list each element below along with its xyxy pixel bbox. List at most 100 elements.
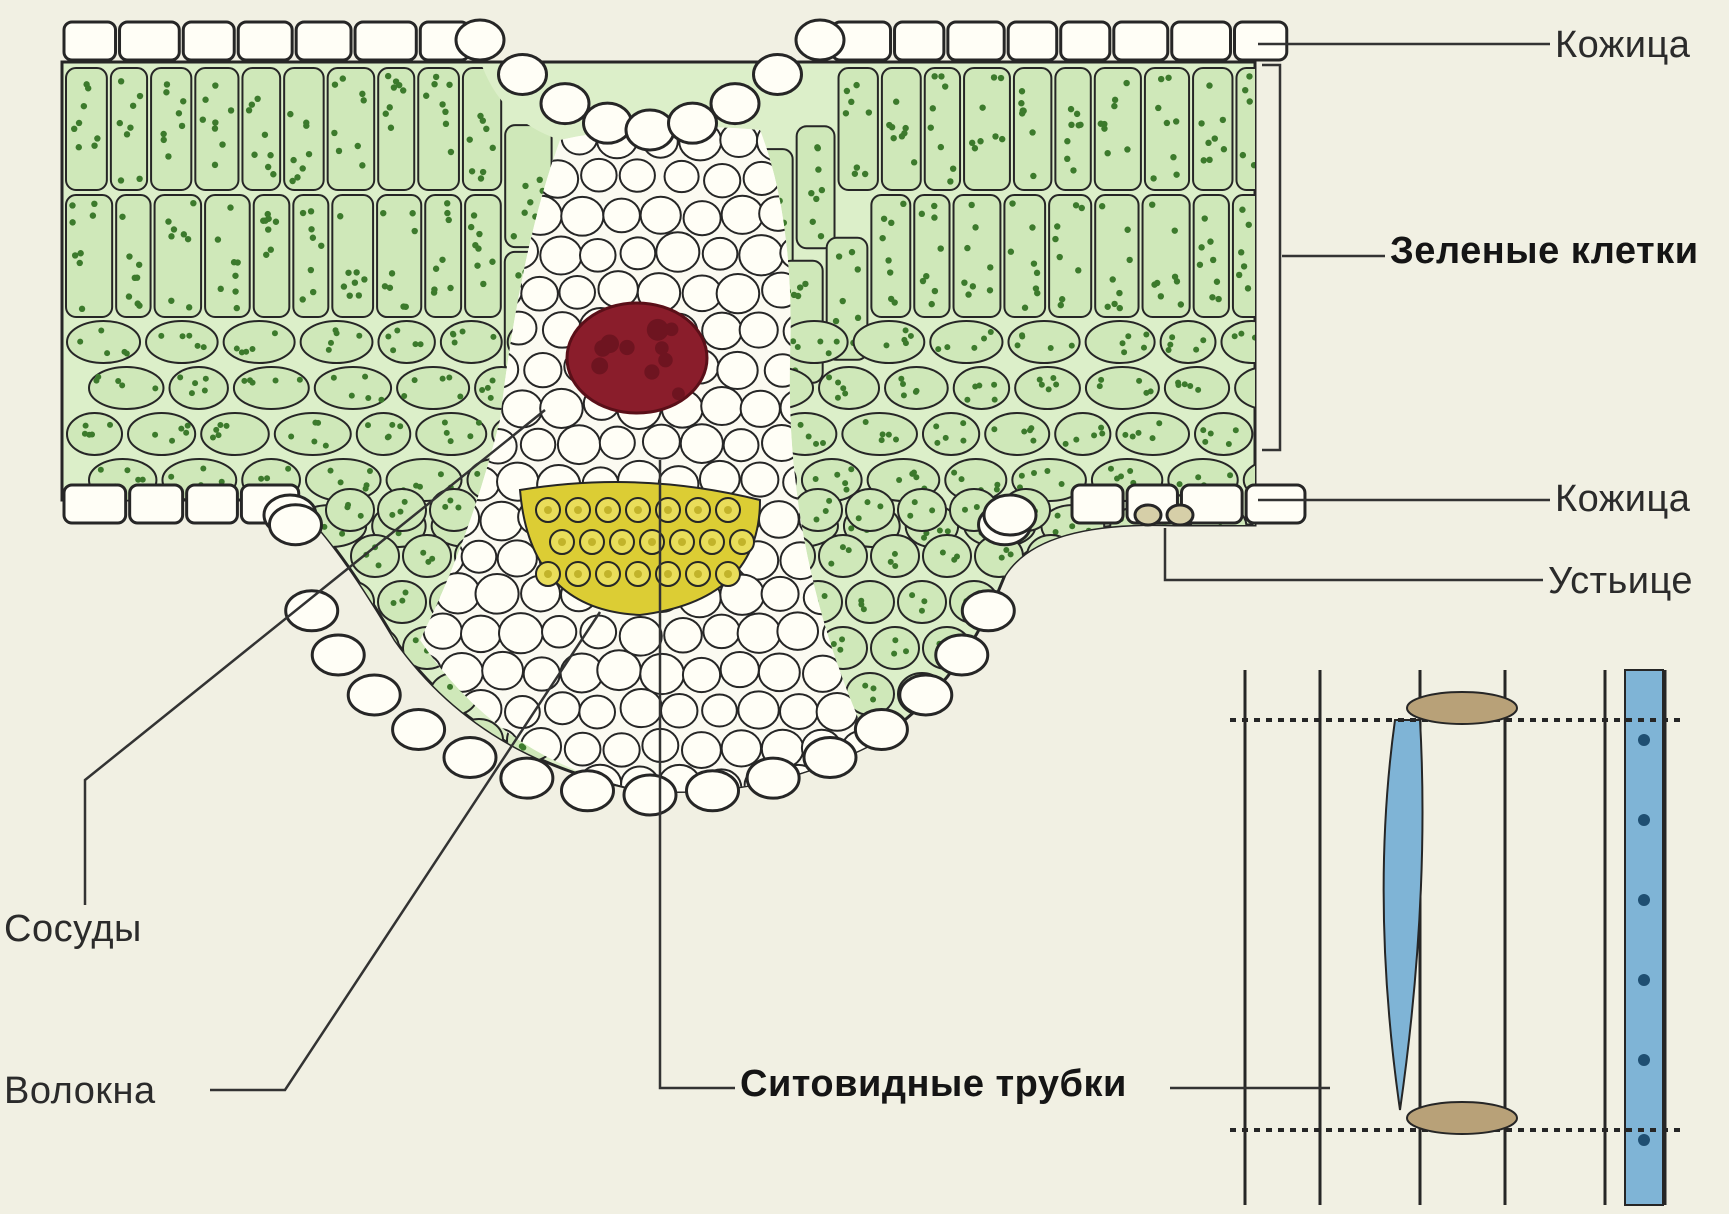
- spongy-cell: [1161, 321, 1216, 363]
- chloroplast: [401, 393, 407, 399]
- chloroplast: [908, 333, 914, 339]
- vein-cell: [762, 577, 799, 611]
- chloroplast: [1148, 388, 1154, 394]
- sieve-nucleus: [1638, 734, 1650, 746]
- chloroplast: [848, 466, 854, 472]
- spongy-cell: [854, 321, 925, 363]
- fiber-lumen: [694, 506, 702, 514]
- sieve-nucleus: [1638, 814, 1650, 826]
- chloroplast: [124, 467, 130, 473]
- chloroplast: [306, 151, 312, 157]
- sieve-nucleus: [1638, 894, 1650, 906]
- chloroplast: [879, 235, 885, 241]
- chloroplast: [365, 422, 371, 428]
- chloroplast: [447, 497, 453, 503]
- palisade-cell: [1049, 195, 1091, 317]
- chloroplast: [1030, 173, 1036, 179]
- chloroplast: [391, 600, 397, 606]
- chloroplast: [994, 482, 1000, 488]
- vein-cell: [597, 650, 640, 690]
- chloroplast: [888, 220, 894, 226]
- chloroplast: [1236, 272, 1242, 278]
- chloroplast: [202, 388, 208, 394]
- chloroplast: [1055, 513, 1061, 519]
- chloroplast: [880, 431, 886, 437]
- epidermis-cell-bottom: [348, 675, 400, 715]
- chloroplast: [1202, 439, 1208, 445]
- chloroplast: [1028, 425, 1034, 431]
- chloroplast: [854, 164, 860, 170]
- bulge-cell: [1027, 719, 1075, 761]
- chloroplast: [823, 508, 829, 514]
- label-green-cells: Зеленые клетки: [1390, 230, 1699, 273]
- palisade-cell: [284, 68, 324, 190]
- chloroplast: [433, 266, 439, 272]
- vein-cell: [561, 197, 603, 236]
- chloroplast: [813, 441, 819, 447]
- chloroplast: [1019, 88, 1025, 94]
- chloroplast: [1305, 517, 1311, 523]
- epidermis-cell-top: [796, 20, 844, 60]
- chloroplast: [1111, 301, 1117, 307]
- chloroplast: [152, 385, 158, 391]
- epidermis-cell-bottom: [393, 709, 445, 749]
- chloroplast: [862, 171, 868, 177]
- chloroplast: [1033, 285, 1039, 291]
- chloroplast: [268, 247, 274, 253]
- vessel-lumen: [619, 340, 634, 355]
- chloroplast: [446, 217, 452, 223]
- chloroplast: [363, 486, 369, 492]
- chloroplast: [1016, 692, 1022, 698]
- chloroplast: [189, 390, 195, 396]
- chloroplast: [1202, 215, 1208, 221]
- chloroplast: [1064, 156, 1070, 162]
- chloroplast: [77, 260, 83, 266]
- chloroplast: [1170, 154, 1176, 160]
- chloroplast: [169, 530, 175, 536]
- chloroplast: [931, 214, 937, 220]
- chloroplast: [900, 381, 906, 387]
- vein-cell: [656, 232, 699, 272]
- vein-cell: [461, 616, 501, 653]
- chloroplast: [72, 252, 78, 258]
- chloroplast: [1108, 466, 1114, 472]
- chloroplast: [1070, 167, 1076, 173]
- spongy-cell: [441, 321, 502, 363]
- chloroplast: [367, 468, 373, 474]
- fiber-lumen: [574, 506, 582, 514]
- chloroplast: [359, 91, 365, 97]
- chloroplast: [300, 165, 306, 171]
- chloroplast: [265, 226, 271, 232]
- vein-cell: [603, 733, 639, 766]
- chloroplast: [861, 606, 867, 612]
- chloroplast: [988, 329, 994, 335]
- chloroplast: [488, 395, 494, 401]
- vein-cell: [738, 614, 781, 653]
- spongy-cell: [357, 413, 410, 455]
- vein-cell: [498, 540, 537, 576]
- chloroplast: [1155, 105, 1161, 111]
- chloroplast: [1076, 122, 1082, 128]
- epidermis-cell-bottom: [624, 775, 676, 815]
- chloroplast: [472, 242, 478, 248]
- chloroplast: [356, 292, 362, 298]
- chloroplast: [210, 434, 216, 440]
- chloroplast: [1195, 387, 1201, 393]
- chloroplast: [447, 684, 453, 690]
- chloroplast: [71, 126, 77, 132]
- chloroplast: [107, 422, 113, 428]
- chloroplast: [1268, 385, 1274, 391]
- epidermis-cell-top: [1172, 22, 1231, 60]
- chloroplast: [376, 562, 382, 568]
- chloroplast: [951, 470, 957, 476]
- chloroplast: [212, 162, 218, 168]
- chloroplast: [178, 426, 184, 432]
- guard-cell: [1135, 505, 1161, 525]
- chloroplast: [1143, 332, 1149, 338]
- chloroplast: [480, 169, 486, 175]
- chloroplast: [1212, 135, 1218, 141]
- spongy-cell: [378, 321, 434, 363]
- bulge-cell: [923, 535, 971, 577]
- chloroplast: [818, 233, 824, 239]
